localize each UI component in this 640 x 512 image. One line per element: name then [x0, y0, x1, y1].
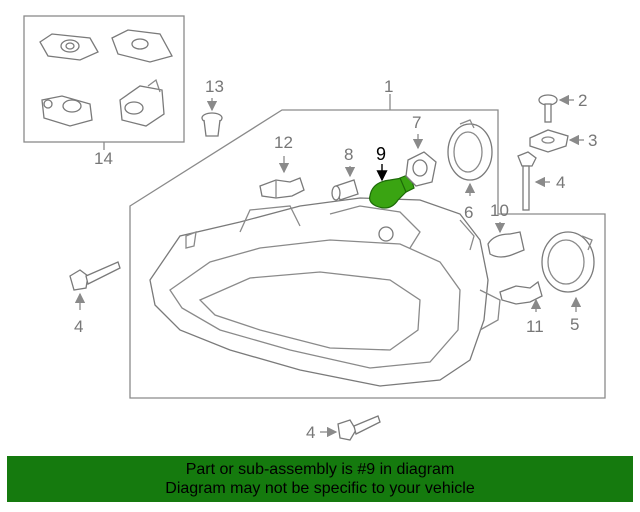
parts-diagram: 14 13 1 12 8 9 7 [23, 15, 606, 442]
bulb-8 [331, 179, 359, 201]
callout-2: 2 [578, 91, 587, 110]
callout-4-upper: 4 [556, 173, 565, 192]
bracket-bottom-right [119, 78, 165, 127]
callout-12: 12 [274, 133, 293, 152]
cover-cap-5 [541, 231, 595, 293]
bulb-10 [487, 231, 525, 258]
callout-4-bottom: 4 [306, 423, 315, 442]
callout-1: 1 [384, 77, 393, 96]
footer-banner: Part or sub-assembly is #9 in diagram Di… [7, 456, 633, 502]
footer-line-1: Part or sub-assembly is #9 in diagram [185, 461, 455, 478]
grommet-13 [201, 112, 223, 137]
callout-5: 5 [570, 315, 579, 334]
footer-line-2: Diagram may not be specific to your vehi… [165, 480, 475, 497]
bolt-4-bottom [337, 415, 381, 441]
bracket-top-left [39, 33, 99, 61]
bolt-4-left [69, 261, 121, 291]
callout-10: 10 [490, 201, 509, 220]
cover-cap-6 [447, 119, 493, 181]
callout-6: 6 [464, 203, 473, 222]
callout-8: 8 [344, 145, 353, 164]
washer-3 [529, 129, 569, 153]
bracket-bottom-left [41, 95, 93, 127]
callout-14: 14 [94, 149, 113, 168]
socket-7 [405, 151, 437, 187]
bracket-top-right [111, 29, 173, 63]
callout-9: 9 [376, 144, 386, 164]
callout-4-left: 4 [74, 317, 83, 336]
bolt-4-upper [517, 151, 537, 211]
callout-3: 3 [588, 131, 597, 150]
bulb-12 [259, 177, 305, 199]
headlamp-assembly-box [129, 109, 606, 399]
callout-11: 11 [526, 317, 544, 336]
screw-2 [538, 94, 558, 123]
headlamp-housing [149, 197, 501, 387]
bulb-11 [499, 280, 543, 305]
callout-13: 13 [205, 77, 224, 96]
bracket-kit-box [23, 15, 185, 143]
callout-7: 7 [412, 113, 421, 132]
bulb-9-highlighted [369, 173, 415, 209]
